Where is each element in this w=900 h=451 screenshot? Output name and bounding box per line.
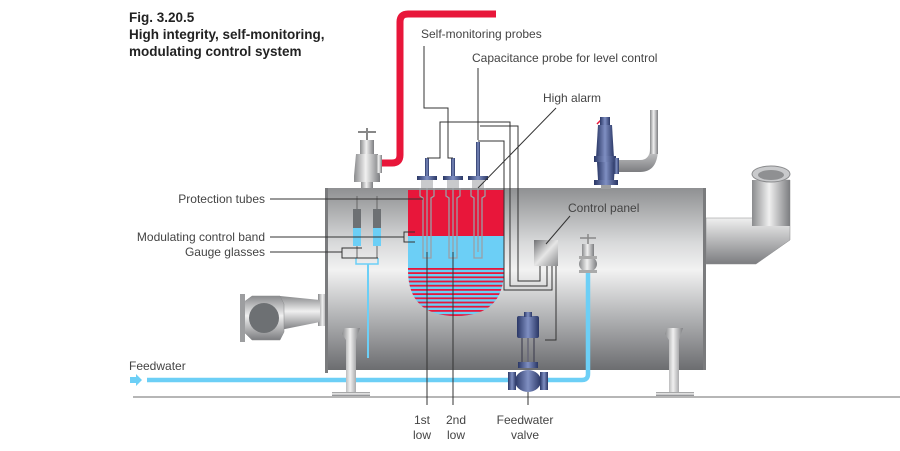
label-control-panel: Control panel bbox=[568, 201, 639, 215]
label-self-monitoring-probes: Self-monitoring probes bbox=[421, 27, 542, 41]
feed-check-valve bbox=[579, 234, 597, 273]
label-high-alarm: High alarm bbox=[543, 91, 601, 105]
fire-tube bbox=[408, 305, 504, 308]
fire-tube bbox=[408, 314, 504, 316]
fire-tube bbox=[408, 310, 504, 312]
boiler-shell bbox=[327, 188, 705, 370]
steam-space bbox=[408, 190, 504, 236]
figure-title-line-1: High integrity, self-monitoring, bbox=[129, 27, 325, 42]
cutaway-view bbox=[408, 190, 504, 316]
probe-heads bbox=[417, 142, 488, 188]
fire-tube bbox=[408, 293, 504, 295]
boiler-tubes bbox=[408, 268, 504, 316]
label-first-low-line1: 1st bbox=[414, 413, 431, 427]
feedwater-arrow-icon bbox=[130, 374, 142, 386]
figure-title-line-2: modulating control system bbox=[129, 44, 302, 59]
leader-lines bbox=[270, 68, 571, 405]
feedwater-pipe bbox=[147, 272, 591, 383]
fire-tube bbox=[408, 272, 504, 274]
fire-tube bbox=[408, 268, 504, 270]
probe-head bbox=[468, 142, 488, 188]
label-second-low-line1: 2nd bbox=[446, 413, 466, 427]
fire-tube bbox=[408, 301, 504, 304]
label-feedwater-valve-line1: Feedwater bbox=[497, 413, 554, 427]
label-second-low-line2: low bbox=[447, 428, 465, 442]
probe-head bbox=[417, 158, 437, 188]
steam-stop-valve bbox=[354, 128, 382, 188]
feedwater-control-valve bbox=[508, 312, 548, 392]
fire-tube bbox=[408, 276, 504, 279]
label-feedwater: Feedwater bbox=[129, 359, 186, 373]
fire-tube bbox=[408, 280, 504, 283]
label-first-low-line2: low bbox=[413, 428, 431, 442]
protection-tubes bbox=[419, 188, 486, 259]
figure-number: Fig. 3.20.5 bbox=[129, 10, 195, 25]
label-protection-tubes: Protection tubes bbox=[178, 192, 265, 206]
fire-tube bbox=[408, 297, 504, 300]
label-capacitance-probe: Capacitance probe for level control bbox=[472, 51, 657, 65]
label-feedwater-valve-line2: valve bbox=[511, 428, 539, 442]
safety-valve bbox=[594, 110, 658, 189]
fire-tube bbox=[408, 289, 504, 291]
fire-tube bbox=[408, 284, 504, 287]
saddle-supports bbox=[332, 328, 694, 396]
burner bbox=[240, 294, 328, 342]
label-gauge-glasses: Gauge glasses bbox=[185, 245, 265, 259]
probe-head bbox=[443, 158, 463, 188]
steam-main bbox=[379, 10, 496, 167]
figure-title: Fig. 3.20.5 High integrity, self-monitor… bbox=[129, 9, 325, 60]
label-modulating-control-band: Modulating control band bbox=[137, 230, 265, 244]
control-panel bbox=[534, 240, 558, 266]
flue-outlet bbox=[705, 165, 791, 265]
control-wiring bbox=[423, 46, 557, 341]
